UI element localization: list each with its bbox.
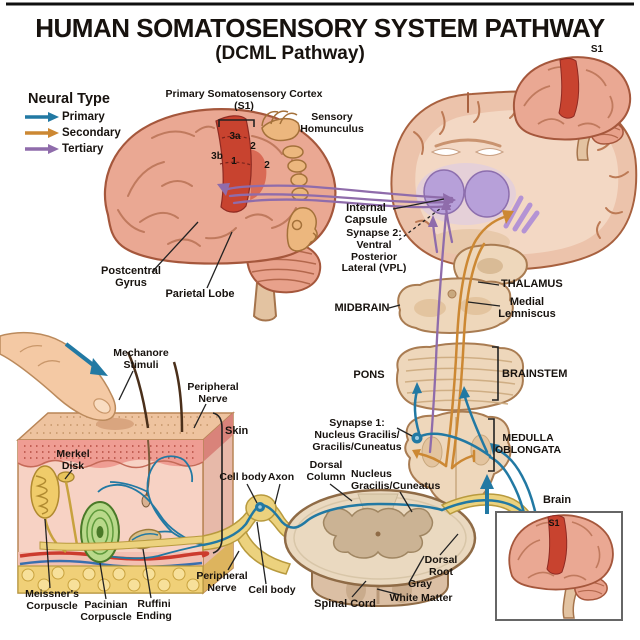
- label-thalamus: THALAMUS: [501, 278, 563, 290]
- label-region-2b: 2: [264, 160, 270, 171]
- label-parietal-lobe: Parietal Lobe: [165, 288, 235, 300]
- label-homunculus: Sensory Homunculus: [300, 111, 364, 135]
- label-cell-body-upper: Cell body: [219, 471, 267, 483]
- label-brainstem: BRAINSTEM: [502, 368, 568, 380]
- cortex-bracket: [218, 119, 255, 127]
- legend-arrows: [25, 112, 59, 154]
- label-synapse2: Synapse 2: Ventral Posterior Lateral (VP…: [341, 227, 407, 275]
- medulla-bracket: [488, 418, 495, 472]
- label-medulla: MEDULLA OBLONGATA: [494, 432, 562, 456]
- legend-label-tertiary: Tertiary: [62, 143, 104, 155]
- label-axon: Axon: [267, 471, 295, 483]
- skin-bracket: [212, 412, 223, 554]
- label-s1-top: S1: [590, 44, 604, 55]
- homunculus-illustration: [261, 110, 318, 252]
- pathway-primary-arrowheads: [412, 382, 500, 455]
- ascending-arrow: [480, 474, 494, 514]
- label-region-1: 1: [231, 156, 237, 167]
- label-synapse1: Synapse 1: Nucleus Gracilis/ Gracilis/Cu…: [312, 417, 402, 453]
- label-merkel-disk: Merkel Disk: [56, 448, 90, 472]
- label-pacinian: Pacinian Corpuscle: [80, 599, 132, 623]
- brainstem-bracket: [492, 346, 499, 401]
- label-cell-body-lower: Cell body: [248, 584, 296, 596]
- label-region-3a: 3a: [229, 131, 241, 142]
- label-dorsal-root: Dorsal Root: [424, 554, 458, 578]
- brackets: [212, 119, 499, 554]
- label-region-2a: 2: [250, 141, 256, 152]
- leader-lines: [44, 198, 501, 600]
- pathway-secondary: [418, 214, 509, 470]
- pathway-primary: [201, 389, 544, 568]
- label-meissner: Meissner's Corpuscle: [25, 588, 79, 612]
- label-brain-box: Brain: [542, 494, 572, 506]
- internal-capsule-streaks: [503, 195, 540, 234]
- pacinian-corpuscle: [80, 501, 120, 563]
- label-nucleus-gracilis: Nucleus Gracilis/Cuneatus: [351, 468, 441, 492]
- pathway-tertiary-arrowheads: [217, 183, 456, 227]
- label-white-matter: White Matter: [389, 592, 453, 604]
- label-s1-box: S1: [548, 518, 560, 528]
- label-cortex: Primary Somatosensory Cortex (S1): [165, 88, 323, 112]
- cutaneous-nerve-web: [97, 455, 204, 560]
- finger-illustration: [0, 331, 117, 421]
- label-midbrain: MIDBRAIN: [334, 302, 390, 314]
- label-skin: Skin: [225, 425, 249, 437]
- legend-label-primary: Primary: [62, 111, 105, 123]
- spinal-cord-illustration: [283, 488, 477, 608]
- pathway-secondary-arrowheads: [412, 210, 514, 459]
- thalamus-right: [464, 170, 510, 218]
- label-pons: PONS: [353, 369, 385, 381]
- meissner-corpuscle: [30, 465, 67, 554]
- label-peripheral-nerve-upper: Peripheral Nerve: [187, 381, 239, 405]
- legend-title: Neural Type: [28, 91, 110, 107]
- legend-label-secondary: Secondary: [62, 127, 121, 139]
- top-right-brain-illustration: [513, 56, 632, 161]
- page-title: HUMAN SOMATOSENSORY SYSTEM PATHWAY: [35, 13, 605, 43]
- label-region-3b: 3b: [211, 151, 223, 162]
- brain-box-illustration: [495, 511, 623, 621]
- label-peripheral-nerve-lower: Peripheral Nerve: [196, 570, 248, 594]
- label-internal-capsule: Internal Capsule: [344, 202, 388, 227]
- label-ruffini: Ruffini Ending: [136, 598, 172, 622]
- label-spinal-cord: Spinal Cord: [314, 598, 376, 610]
- label-dorsal-column: Dorsal Column: [306, 459, 346, 483]
- label-postcentral-gyrus: Postcentral Gyrus: [101, 265, 161, 290]
- pathway-tertiary: [226, 184, 454, 454]
- page-subtitle: (DCML Pathway): [215, 43, 365, 64]
- hairs: [126, 351, 184, 433]
- stimulus-arrow: [64, 342, 108, 376]
- label-mechano-stimuli: Mechanore Stimuli: [113, 347, 169, 371]
- label-medial-lemniscus: Medial Lemniscus: [498, 296, 556, 321]
- label-gray: Gray: [408, 578, 432, 590]
